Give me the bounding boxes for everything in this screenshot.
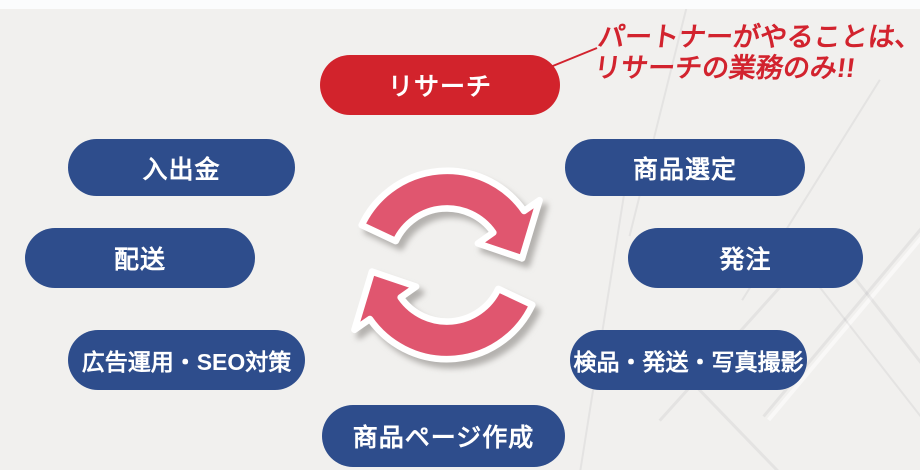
pill-product-page-creation-label: 商品ページ作成 bbox=[352, 424, 535, 452]
pill-product-selection-label: 商品選定 bbox=[632, 155, 737, 184]
top-white-strip bbox=[0, 0, 920, 9]
pill-ordering-label: 発注 bbox=[719, 246, 772, 274]
pill-shipping-label: 配送 bbox=[113, 246, 166, 274]
pill-deposit-withdrawal-label: 入出金 bbox=[142, 155, 221, 184]
annotation-callout: パートナーがやることは、 リサーチの業務のみ!! bbox=[592, 22, 920, 84]
pill-shipping: 配送 bbox=[25, 228, 255, 288]
leader-line bbox=[537, 47, 598, 73]
cycle-arrows-icon bbox=[351, 167, 543, 363]
pill-product-page-creation: 商品ページ作成 bbox=[322, 405, 565, 467]
pill-deposit-withdrawal: 入出金 bbox=[68, 139, 295, 196]
pill-inspection-shipping-photo: 検品・発送・写真撮影 bbox=[570, 330, 807, 390]
pill-inspection-shipping-photo-label: 検品・発送・写真撮影 bbox=[573, 349, 804, 375]
annotation-line1: パートナーがやることは、 bbox=[596, 22, 920, 52]
pill-ads-seo-label: 広告運用・SEO対策 bbox=[81, 349, 292, 375]
pill-ads-seo: 広告運用・SEO対策 bbox=[68, 330, 305, 390]
pill-research: リサーチ bbox=[320, 55, 560, 115]
pill-product-selection: 商品選定 bbox=[565, 139, 805, 196]
pill-research-label: リサーチ bbox=[387, 73, 492, 101]
pill-ordering: 発注 bbox=[628, 228, 863, 288]
annotation-line2: リサーチの業務のみ!! bbox=[592, 53, 857, 83]
